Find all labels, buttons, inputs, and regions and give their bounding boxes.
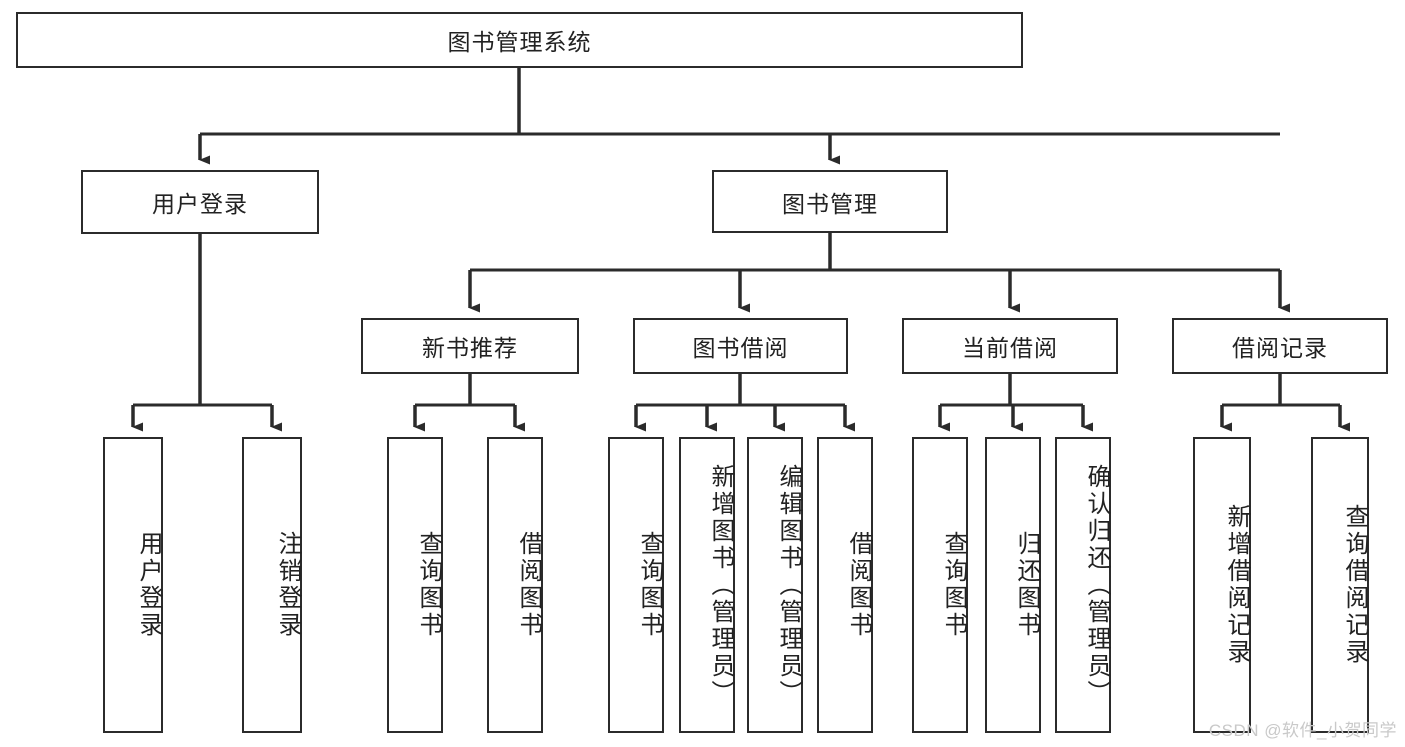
leaf-borrow-book-recommend[interactable]: 借阅图书 bbox=[487, 437, 543, 733]
leaf-query-book-borrow[interactable]: 查询图书 bbox=[608, 437, 664, 733]
node-book-management[interactable]: 图书管理 bbox=[712, 170, 948, 233]
node-label: 查询图书 bbox=[940, 531, 967, 639]
node-label: 注销登录 bbox=[274, 531, 301, 639]
node-root-book-management-system[interactable]: 图书管理系统 bbox=[16, 12, 1023, 68]
leaf-confirm-return-admin[interactable]: 确认归还（管理员） bbox=[1055, 437, 1111, 733]
node-new-book-recommend[interactable]: 新书推荐 bbox=[361, 318, 579, 374]
leaf-query-book-recommend[interactable]: 查询图书 bbox=[387, 437, 443, 733]
leaf-borrow-book[interactable]: 借阅图书 bbox=[817, 437, 873, 733]
leaf-add-borrow-record[interactable]: 新增借阅记录 bbox=[1193, 437, 1251, 733]
node-borrow-record[interactable]: 借阅记录 bbox=[1172, 318, 1388, 374]
leaf-query-book-current[interactable]: 查询图书 bbox=[912, 437, 968, 733]
node-label: 借阅图书 bbox=[845, 531, 872, 639]
node-label: 借阅图书 bbox=[515, 531, 542, 639]
node-label: 新增借阅记录 bbox=[1223, 504, 1250, 666]
leaf-add-book-admin[interactable]: 新增图书（管理员） bbox=[679, 437, 735, 733]
leaf-query-borrow-record[interactable]: 查询借阅记录 bbox=[1311, 437, 1369, 733]
node-label: 编辑图书（管理员） bbox=[775, 463, 802, 707]
leaf-return-book[interactable]: 归还图书 bbox=[985, 437, 1041, 733]
node-label: 新增图书（管理员） bbox=[707, 463, 734, 707]
leaf-user-login[interactable]: 用户登录 bbox=[103, 437, 163, 733]
node-user-login[interactable]: 用户登录 bbox=[81, 170, 319, 234]
leaf-edit-book-admin[interactable]: 编辑图书（管理员） bbox=[747, 437, 803, 733]
node-label: 用户登录 bbox=[135, 531, 162, 639]
node-label: 查询图书 bbox=[415, 531, 442, 639]
node-label: 查询借阅记录 bbox=[1341, 504, 1368, 666]
node-book-borrow[interactable]: 图书借阅 bbox=[633, 318, 848, 374]
node-label: 归还图书 bbox=[1013, 531, 1040, 639]
node-current-borrow[interactable]: 当前借阅 bbox=[902, 318, 1118, 374]
leaf-user-logout[interactable]: 注销登录 bbox=[242, 437, 302, 733]
node-label: 确认归还（管理员） bbox=[1083, 463, 1110, 707]
node-label: 查询图书 bbox=[636, 531, 663, 639]
